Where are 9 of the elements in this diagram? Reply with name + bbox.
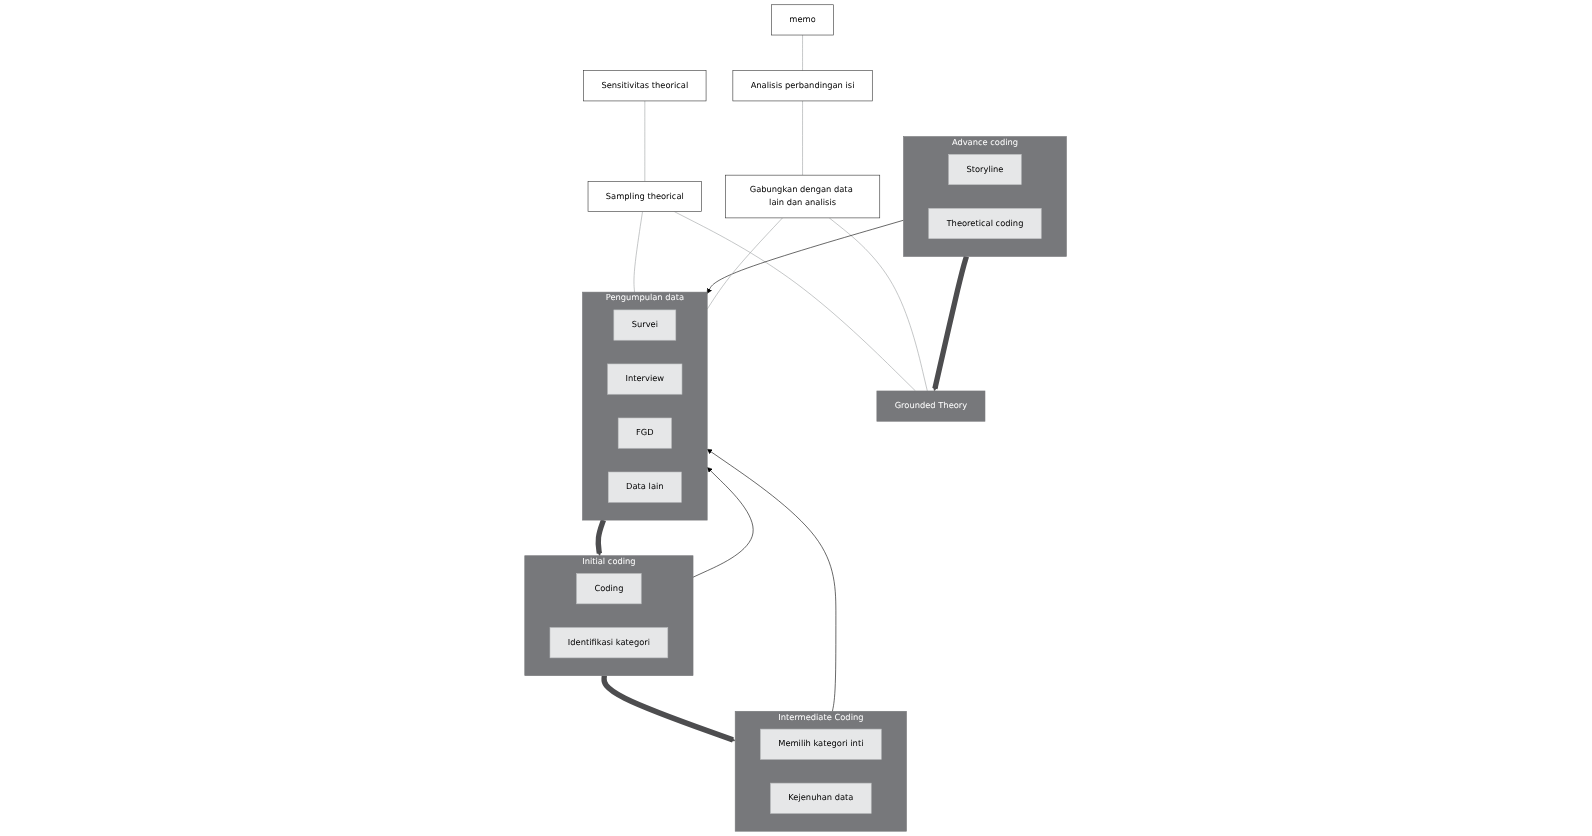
arrow [932,255,970,392]
connector [707,217,784,310]
connector [802,34,804,71]
connector [829,217,928,392]
connector [674,211,917,392]
connector [634,211,644,293]
connector [802,100,804,176]
connector [644,100,646,182]
arrow [595,519,607,556]
